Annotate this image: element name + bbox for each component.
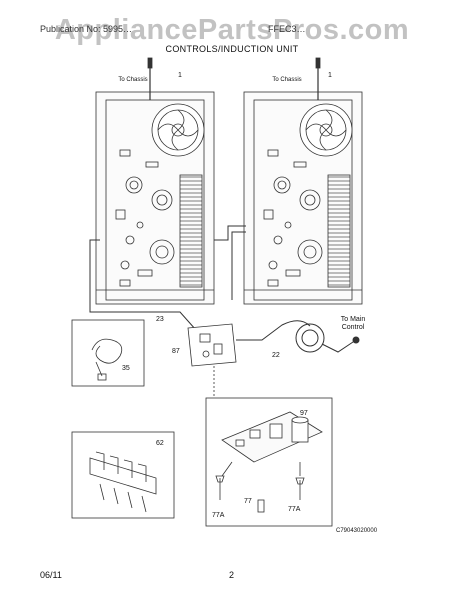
to-main-control-label: To Main Control [340, 316, 366, 331]
part-97-box [205, 397, 333, 527]
part-1-right: 1 [328, 72, 332, 79]
model-reference: FFEC3… [268, 24, 306, 34]
part-97: 97 [300, 410, 308, 417]
footer-date: 06/11 [40, 570, 62, 580]
part-62: 62 [156, 440, 164, 447]
footer-page-number: 2 [229, 570, 235, 580]
cable-22 [236, 320, 360, 353]
induction-unit-right [243, 57, 363, 305]
part-87: 87 [172, 348, 180, 355]
catalog-code: C79043020000 [336, 528, 378, 534]
to-chassis-label-right: To Chassis [272, 77, 302, 83]
diagram-title: CONTROLS/INDUCTION UNIT [165, 44, 299, 54]
part-35-box [71, 319, 145, 387]
board-87 [187, 323, 237, 398]
part-1-left: 1 [178, 72, 182, 79]
part-77a-left: 77A [212, 512, 225, 519]
part-23: 23 [156, 316, 164, 323]
induction-unit-left [95, 57, 215, 305]
to-chassis-label-left: To Chassis [118, 77, 148, 83]
part-77: 77 [244, 498, 252, 505]
part-62-box [71, 431, 175, 519]
part-35: 35 [122, 365, 130, 372]
publication-number: Publication No: 5995… [40, 24, 133, 34]
part-22: 22 [272, 352, 280, 359]
wire-harness-23 [89, 225, 246, 331]
part-77a-right: 77A [288, 506, 301, 513]
watermark: AppliancePartsPros.com [54, 14, 410, 46]
